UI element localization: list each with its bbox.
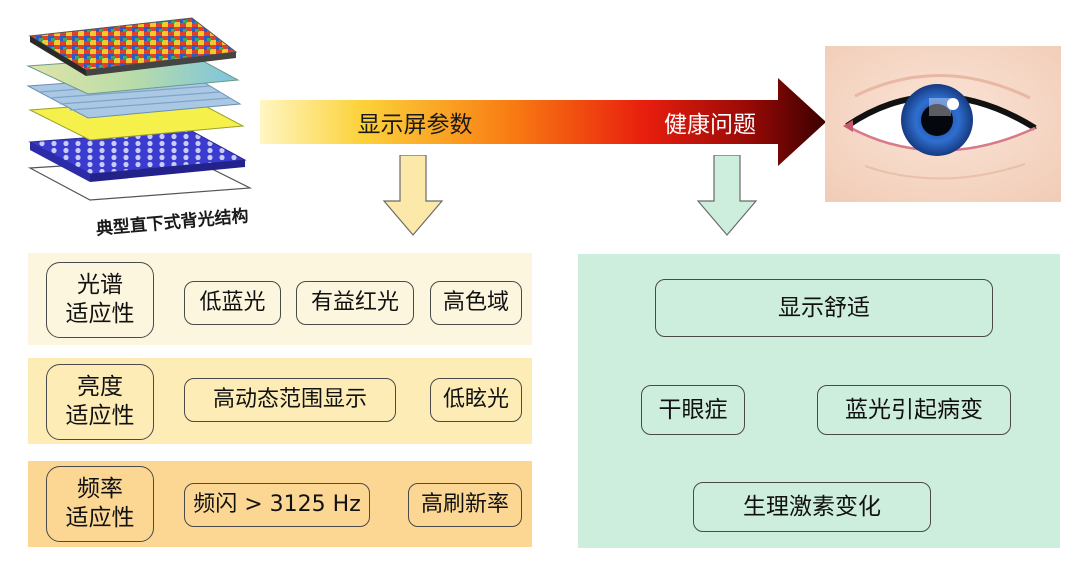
frequency-title-line2: 适应性 [65,505,135,531]
beneficial-red-light-box: 有益红光 [296,281,414,325]
spectrum-title-line1: 光谱 [77,272,123,299]
dry-eye-box: 干眼症 [641,385,745,435]
down-arrow-right [696,155,758,236]
parameter-to-health-arrow [260,78,826,166]
flicker-frequency-box: 频闪 > 3125 Hz [184,483,370,527]
low-blue-light-box: 低蓝光 [184,281,281,325]
down-arrow-left [382,155,444,236]
brightness-panel [28,358,532,444]
frequency-panel [28,461,532,547]
hdr-display-box: 高动态范围显示 [184,378,396,422]
frequency-title: 频率 适应性 [46,466,154,542]
frequency-title-line1: 频率 [77,476,123,503]
health-panel [578,254,1060,548]
spectrum-title: 光谱 适应性 [46,262,154,338]
arrow-label-health-issues: 健康问题 [664,112,756,138]
hormone-change-box: 生理激素变化 [693,482,931,532]
display-comfort-box: 显示舒适 [655,279,993,337]
blue-light-lesion-box: 蓝光引起病变 [817,385,1011,435]
brightness-title: 亮度 适应性 [46,364,154,440]
backlight-illustration [26,17,253,201]
eye-illustration [825,46,1061,202]
low-glare-box: 低眩光 [430,378,522,422]
brightness-title-line2: 适应性 [65,403,135,429]
wide-color-gamut-box: 高色域 [430,281,522,325]
spectrum-title-line2: 适应性 [65,301,135,327]
high-refresh-rate-box: 高刷新率 [408,483,522,527]
arrow-label-display-params: 显示屏参数 [357,112,473,138]
brightness-title-line1: 亮度 [77,374,123,401]
